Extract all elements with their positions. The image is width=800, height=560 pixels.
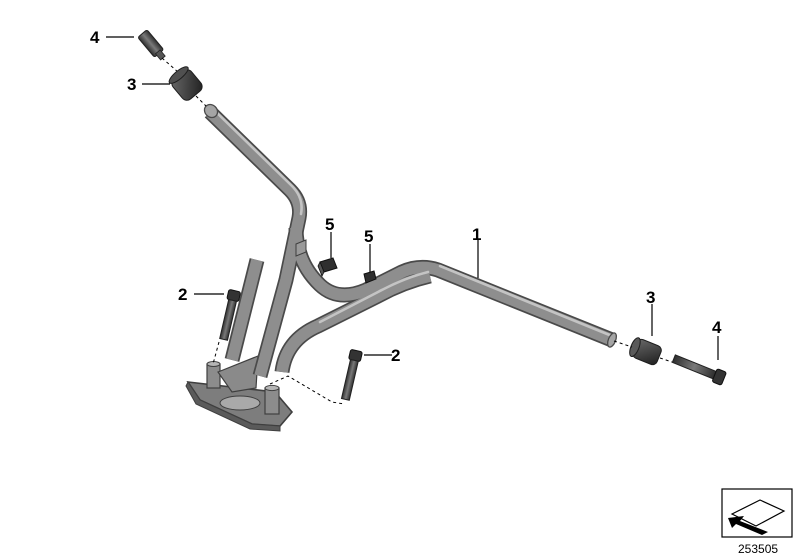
callout-1: 1 (472, 225, 481, 244)
clip-nut-b (363, 270, 377, 284)
bar-end-weight-left (168, 66, 203, 101)
leader-lines (106, 36, 719, 360)
callout-4-left: 4 (90, 28, 100, 47)
bar-end-bolt-right (671, 354, 727, 386)
reference-number: 253505 (738, 542, 778, 556)
orientation-symbol (721, 488, 793, 538)
clip-nut-a (317, 257, 338, 277)
bar-end-bolt-left (138, 29, 166, 61)
bar-end-weight-right (629, 337, 662, 366)
callout-5-a: 5 (325, 215, 334, 234)
clamp-bolt-left (219, 289, 241, 341)
handlebar (203, 103, 618, 378)
clamp-bolt-right (340, 349, 363, 401)
centerline-right-a (613, 340, 633, 348)
callout-3-left: 3 (127, 75, 136, 94)
callout-5-b: 5 (364, 227, 373, 246)
centerline-right-b (659, 357, 673, 363)
callout-2-right: 2 (391, 346, 400, 365)
centerline-left-top (161, 57, 179, 73)
centerline-bolt-left (212, 341, 220, 365)
callout-2-left: 2 (178, 285, 187, 304)
callout-3-right: 3 (646, 288, 655, 307)
centerline-left-bottom (195, 95, 207, 107)
callout-4-right: 4 (712, 318, 722, 337)
